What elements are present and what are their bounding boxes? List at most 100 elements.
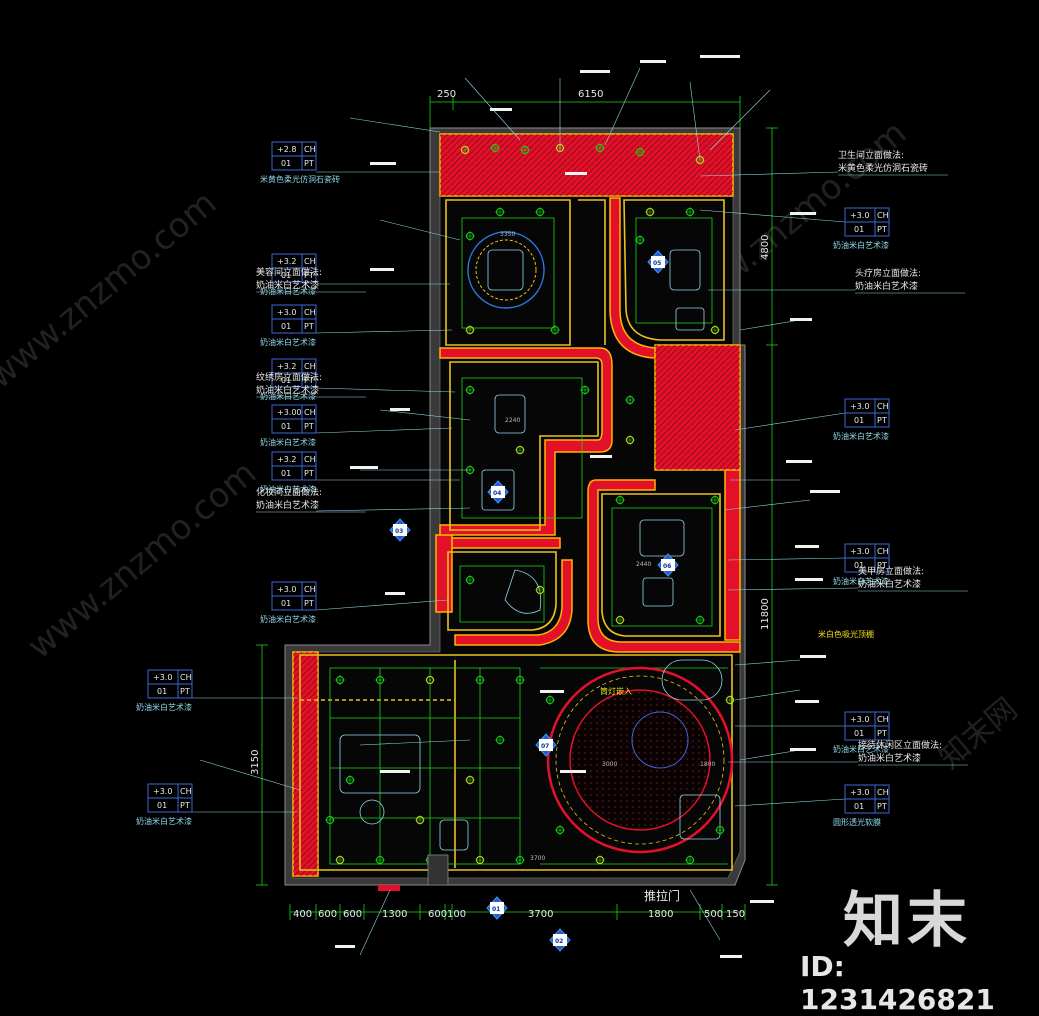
light-fixture-icon [375, 855, 385, 865]
light-fixture-icon [715, 825, 725, 835]
ceiling-height-unit: CH [877, 715, 889, 724]
ceiling-height: +3.0 [153, 787, 172, 796]
svg-text:3150: 3150 [250, 750, 261, 775]
light-fixture-icon [625, 435, 635, 445]
annotation-bar [795, 578, 823, 581]
light-fixture-icon [615, 615, 625, 625]
annotation-placeholders [335, 55, 840, 958]
elevation-note: 卫生间立面做法:米黄色柔光仿洞石瓷砖 [838, 149, 948, 176]
ceiling-height: +3.0 [850, 547, 869, 556]
section-marker-label: 07 [541, 743, 549, 750]
svg-text:3700: 3700 [528, 909, 553, 920]
annotation-bar [800, 655, 826, 658]
red-hatching [293, 134, 740, 876]
material-code: 01 [157, 801, 167, 810]
ceiling-material-note: 圆形透光软膜 [833, 817, 881, 827]
elevation-material: 奶油米白艺术漆 [256, 279, 319, 291]
annotation-bar [786, 460, 812, 463]
furniture [339, 249, 723, 851]
light-fixture-icon [515, 675, 525, 685]
annotation-bar [390, 408, 410, 411]
ceiling-height: +3.0 [277, 585, 296, 594]
entrance-door [378, 885, 400, 891]
ceiling-height-unit: CH [877, 211, 889, 220]
light-fixture-icon [710, 495, 720, 505]
material-code-unit: PT [180, 801, 190, 810]
annotation-bar [810, 490, 840, 493]
ceiling-height: +2.8 [277, 145, 296, 154]
annotation-bar [490, 108, 512, 111]
annotation-bar [540, 690, 564, 693]
ceiling-height-unit: CH [304, 362, 316, 371]
annotation-bar [350, 466, 378, 469]
light-fixture-icon [415, 815, 425, 825]
material-code: 01 [281, 271, 291, 280]
material-code-unit: PT [877, 802, 887, 811]
elevation-material: 奶油米白艺术漆 [256, 499, 319, 511]
ceiling-height-unit: CH [877, 402, 889, 411]
light-fixture-icon [520, 145, 530, 155]
light-fixture-icon [580, 385, 590, 395]
light-fixture-icon [725, 695, 735, 705]
material-code-unit: PT [304, 376, 314, 385]
section-marker: 07 [535, 733, 557, 757]
svg-text:600: 600 [343, 909, 362, 920]
svg-text:600: 600 [428, 909, 447, 920]
ceiling-height-unit: CH [304, 308, 316, 317]
light-fixture-icon [635, 235, 645, 245]
annotation-bar [790, 748, 816, 751]
ceiling-material-note: 奶油米白艺术漆 [260, 391, 316, 401]
elevation-note: 化妆间立面做法:奶油米白艺术漆 [256, 486, 366, 513]
section-marker: 06 [657, 553, 679, 577]
material-code: 01 [281, 159, 291, 168]
light-fixture-icon [335, 855, 345, 865]
material-code: 01 [281, 469, 291, 478]
elevation-note: 接待休闲区立面做法:奶油米白艺术漆 [858, 739, 968, 766]
section-marker-label: 04 [493, 490, 501, 497]
material-code: 01 [854, 225, 864, 234]
material-code-unit: PT [877, 225, 887, 234]
light-fixture-icon [465, 325, 475, 335]
light-fixture-icon [465, 575, 475, 585]
ceiling-material-note: 奶油米白艺术漆 [833, 744, 889, 754]
svg-text:1800: 1800 [648, 909, 673, 920]
elevation-title: 纹绣房立面做法: [256, 371, 322, 383]
elevation-material: 米黄色柔光仿洞石瓷砖 [838, 162, 928, 174]
annotation-bar [590, 455, 612, 458]
light-fixture-icon [335, 675, 345, 685]
svg-text:1800: 1800 [700, 761, 715, 768]
light-fixture-icon [685, 855, 695, 865]
annotation-bar [380, 770, 410, 773]
elevation-notes: 卫生间立面做法:米黄色柔光仿洞石瓷砖美容间立面做法:奶油米白艺术漆头疗房立面做法… [256, 149, 968, 766]
ceiling-height: +3.2 [277, 362, 296, 371]
ceiling-height-unit: CH [877, 547, 889, 556]
annotation-bar [370, 162, 396, 165]
section-marker: 01 [486, 896, 508, 920]
svg-text:11800: 11800 [760, 598, 771, 630]
elevation-note: 纹绣房立面做法: 奶油米白艺术漆 [256, 371, 366, 398]
section-marker: 05 [647, 250, 669, 274]
light-fixture-icon [345, 775, 355, 785]
light-fixture-icon [545, 695, 555, 705]
elevation-material: 奶油米白艺术漆 [855, 280, 918, 292]
svg-text:100: 100 [447, 909, 466, 920]
material-code-unit: PT [304, 469, 314, 478]
ceiling-height: +3.0 [850, 402, 869, 411]
svg-text:6150: 6150 [578, 89, 603, 100]
annotation-bar [370, 268, 394, 271]
material-code: 01 [854, 729, 864, 738]
light-fixture-icon [550, 325, 560, 335]
light-fixture-icon [495, 207, 505, 217]
inner-dimension-text: 3350 2240 3000 3700 2440 1800 [500, 231, 715, 862]
ceiling-height-unit: CH [304, 408, 316, 417]
material-code: 01 [281, 599, 291, 608]
ceiling-material-note: 奶油米白艺术漆 [136, 702, 192, 712]
light-fixture-icon [695, 615, 705, 625]
